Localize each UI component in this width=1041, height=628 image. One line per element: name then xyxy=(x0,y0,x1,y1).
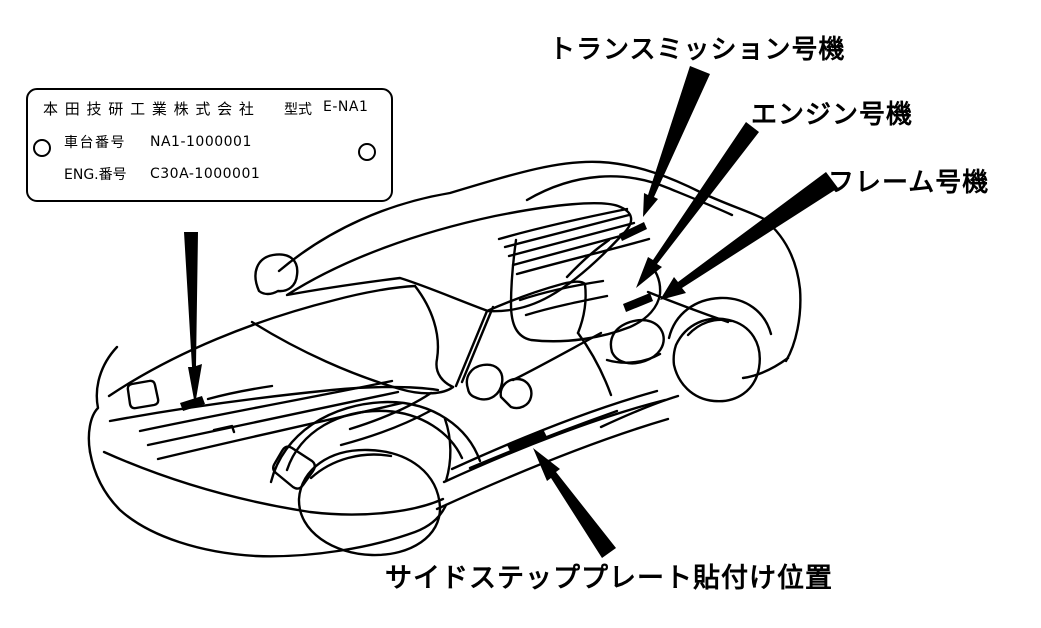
mount-pad-left xyxy=(126,379,160,410)
side-step-arrow xyxy=(533,448,616,558)
frame-rail-2 xyxy=(146,390,400,447)
plate-shelf-line xyxy=(206,384,274,401)
fender-flare-inner xyxy=(285,409,464,472)
a-pillar-line-1 xyxy=(454,309,489,388)
deck-top-edge xyxy=(497,207,629,241)
vin-plate-detail: 本 田 技 研 工 業 株 式 会 社 型式 E-NA1 車台番号 NA1-10… xyxy=(26,88,393,202)
seat-rear xyxy=(499,377,533,410)
front-bumper-outline xyxy=(88,450,448,558)
bumper-crease xyxy=(102,450,445,516)
front-tire xyxy=(297,448,442,557)
plate-hole-left xyxy=(33,139,51,157)
plate-engine-label: ENG.番号 xyxy=(64,167,127,183)
id-plates-on-car xyxy=(180,222,653,453)
cowl-cross-line-2 xyxy=(339,409,432,447)
transmission-arrow xyxy=(643,66,710,217)
beltline xyxy=(485,280,587,313)
engine-bay-outline xyxy=(509,238,662,343)
rear-wheel-arch xyxy=(667,296,773,340)
plate-hole-right xyxy=(358,143,376,161)
engine-number-plate-mark xyxy=(623,293,653,312)
scoop-underline xyxy=(605,352,662,364)
engine-bay-line-2 xyxy=(524,294,609,317)
far-fender-line xyxy=(107,284,417,398)
rear-arch-inner-line xyxy=(686,318,733,337)
frame-rail-1 xyxy=(138,379,394,433)
b-pillar-edge xyxy=(576,282,587,335)
sill-line-2 xyxy=(442,398,667,484)
sill-line-1 xyxy=(450,389,659,471)
rear-body xyxy=(599,217,802,429)
transmission-number-label: トランスミッション号機 xyxy=(549,35,846,65)
windshield-glass xyxy=(285,202,633,313)
plate-chassis-value: NA1-1000001 xyxy=(150,134,252,150)
front-compartment xyxy=(126,379,433,490)
engine-arrow xyxy=(636,122,759,288)
vin-plate-arrow xyxy=(184,232,202,405)
compartment-near-edge xyxy=(108,385,440,423)
car-body-outline xyxy=(87,160,766,558)
frame-rail-3 xyxy=(156,401,404,461)
plate-chassis-label: 車台番号 xyxy=(64,135,126,151)
cowl-line xyxy=(250,320,455,395)
frame-number-label: フレーム号機 xyxy=(828,168,990,198)
rocker-rear-line xyxy=(599,394,680,429)
plate-engine-value: C30A-1000001 xyxy=(150,166,261,182)
rear-tire xyxy=(672,317,761,403)
rear-bumper-bottom xyxy=(741,356,790,380)
door-mirror xyxy=(254,253,299,296)
side-step-plate-label: サイドステッププレート貼付け位置 xyxy=(385,563,833,594)
fender-flare-outer xyxy=(269,400,482,484)
front-vin-plate-mark xyxy=(180,396,205,411)
a-pillar-line-2 xyxy=(460,305,495,384)
transmission-number-plate-mark xyxy=(619,222,647,241)
rocker-bottom xyxy=(435,417,670,511)
plate-model-value: E-NA1 xyxy=(323,99,369,115)
cowl-front-edge xyxy=(413,284,455,389)
engine-bay-line-1 xyxy=(518,279,605,302)
door-front-edge xyxy=(443,417,452,483)
rear-fender-outer xyxy=(762,217,802,363)
engine-number-label: エンジン号機 xyxy=(751,100,914,130)
front-wheel xyxy=(269,400,482,557)
rail-step-line xyxy=(212,424,236,434)
plate-company-text: 本 田 技 研 工 業 株 式 会 社 xyxy=(43,100,255,118)
seat-front xyxy=(465,363,504,401)
side-step-plate-mark xyxy=(507,429,547,453)
louver-3 xyxy=(511,229,641,267)
front-arch-inner-line xyxy=(309,453,393,480)
louver-2 xyxy=(507,221,636,258)
louver-1 xyxy=(503,213,631,249)
nose-upper-edge xyxy=(87,345,119,454)
deck-bottom-edge xyxy=(515,237,651,276)
frame-arrow xyxy=(660,172,838,300)
plate-model-label: 型式 xyxy=(284,102,312,118)
callout-arrows xyxy=(184,66,838,558)
